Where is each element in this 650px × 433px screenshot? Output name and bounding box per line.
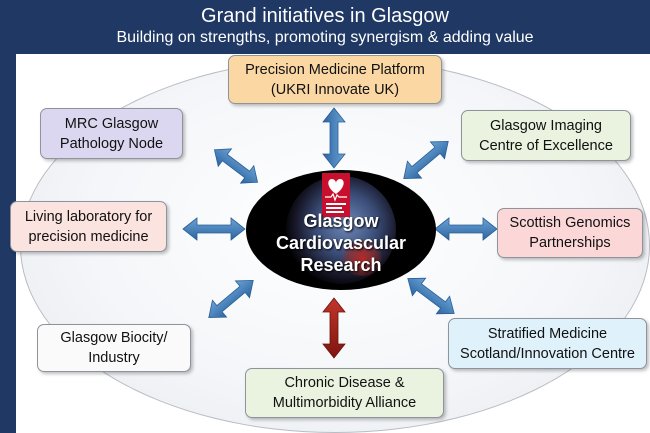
- center-title: Glasgow Cardiovascular Research: [246, 210, 436, 276]
- node-scottish-genomics: Scottish Genomics Partnerships: [497, 208, 643, 258]
- arrow-lower-right: [401, 270, 461, 322]
- node-stratified-medicine: Stratified Medicine Scotland/Innovation …: [448, 318, 647, 369]
- arrow-top: [323, 108, 345, 168]
- center-line-2: Cardiovascular: [246, 232, 436, 254]
- center-line-3: Research: [246, 254, 436, 276]
- arrow-left: [183, 218, 245, 240]
- center-hub: Glasgow Cardiovascular Research: [246, 170, 436, 290]
- node-glasgow-biocity: Glasgow Biocity/ Industry: [37, 324, 191, 372]
- arrow-lower-left: [202, 272, 261, 326]
- node-mrc-pathology: MRC Glasgow Pathology Node: [40, 108, 183, 159]
- arrow-bottom: [323, 298, 345, 358]
- arrow-upper-left: [208, 141, 264, 191]
- arrow-upper-right: [397, 133, 456, 187]
- arrow-right: [435, 218, 497, 240]
- node-precision-medicine-platform: Precision Medicine Platform (UKRI Innova…: [228, 55, 442, 104]
- center-line-1: Glasgow: [246, 210, 436, 232]
- node-living-laboratory: Living laboratory for precision medicine: [10, 201, 167, 252]
- node-chronic-disease: Chronic Disease & Multimorbidity Allianc…: [245, 368, 444, 418]
- node-imaging-centre: Glasgow Imaging Centre of Excellence: [461, 110, 631, 161]
